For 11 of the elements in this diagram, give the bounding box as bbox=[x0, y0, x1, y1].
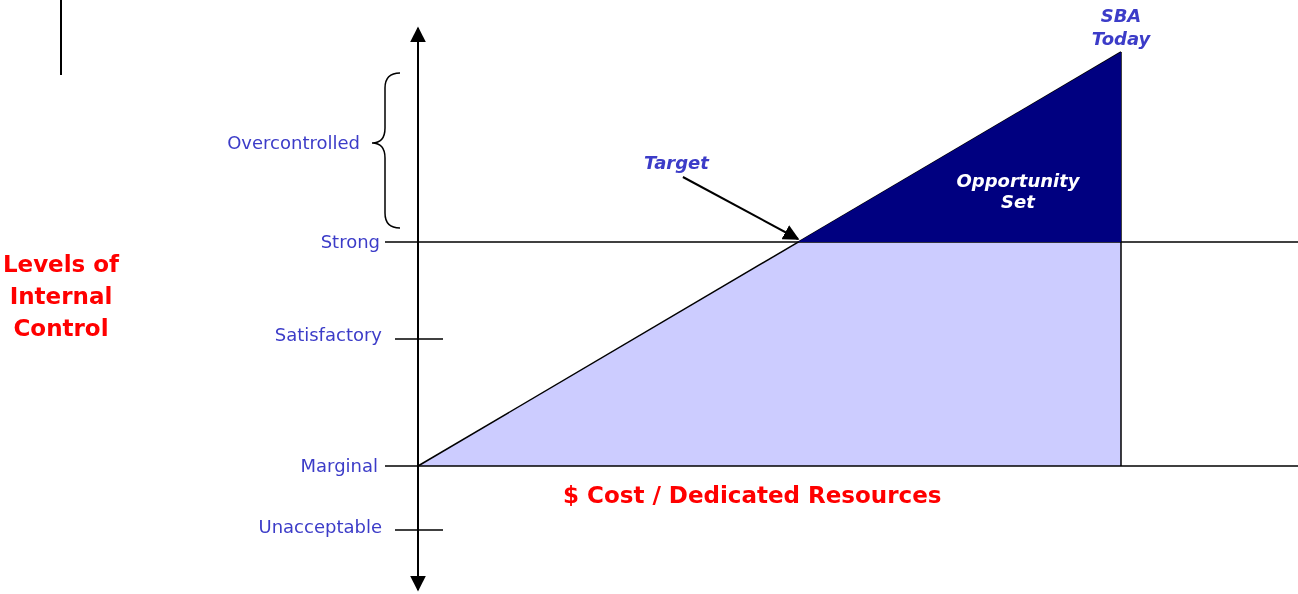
level-label: Unacceptable bbox=[258, 516, 382, 537]
level-label: Strong bbox=[320, 231, 380, 252]
axis-title: Levels of Internal Control bbox=[1, 250, 121, 343]
level-label: Overcontrolled bbox=[227, 132, 360, 153]
leader-arrow bbox=[681, 176, 800, 240]
axis-title: $ Cost / Dedicated Resources bbox=[563, 482, 942, 508]
callout-label: SBA Today bbox=[1090, 4, 1152, 50]
level-label: Marginal bbox=[300, 455, 378, 476]
region-label: Opportunity Set bbox=[955, 170, 1081, 212]
callout-label: Target bbox=[644, 152, 709, 173]
level-label: Satisfactory bbox=[274, 324, 382, 345]
